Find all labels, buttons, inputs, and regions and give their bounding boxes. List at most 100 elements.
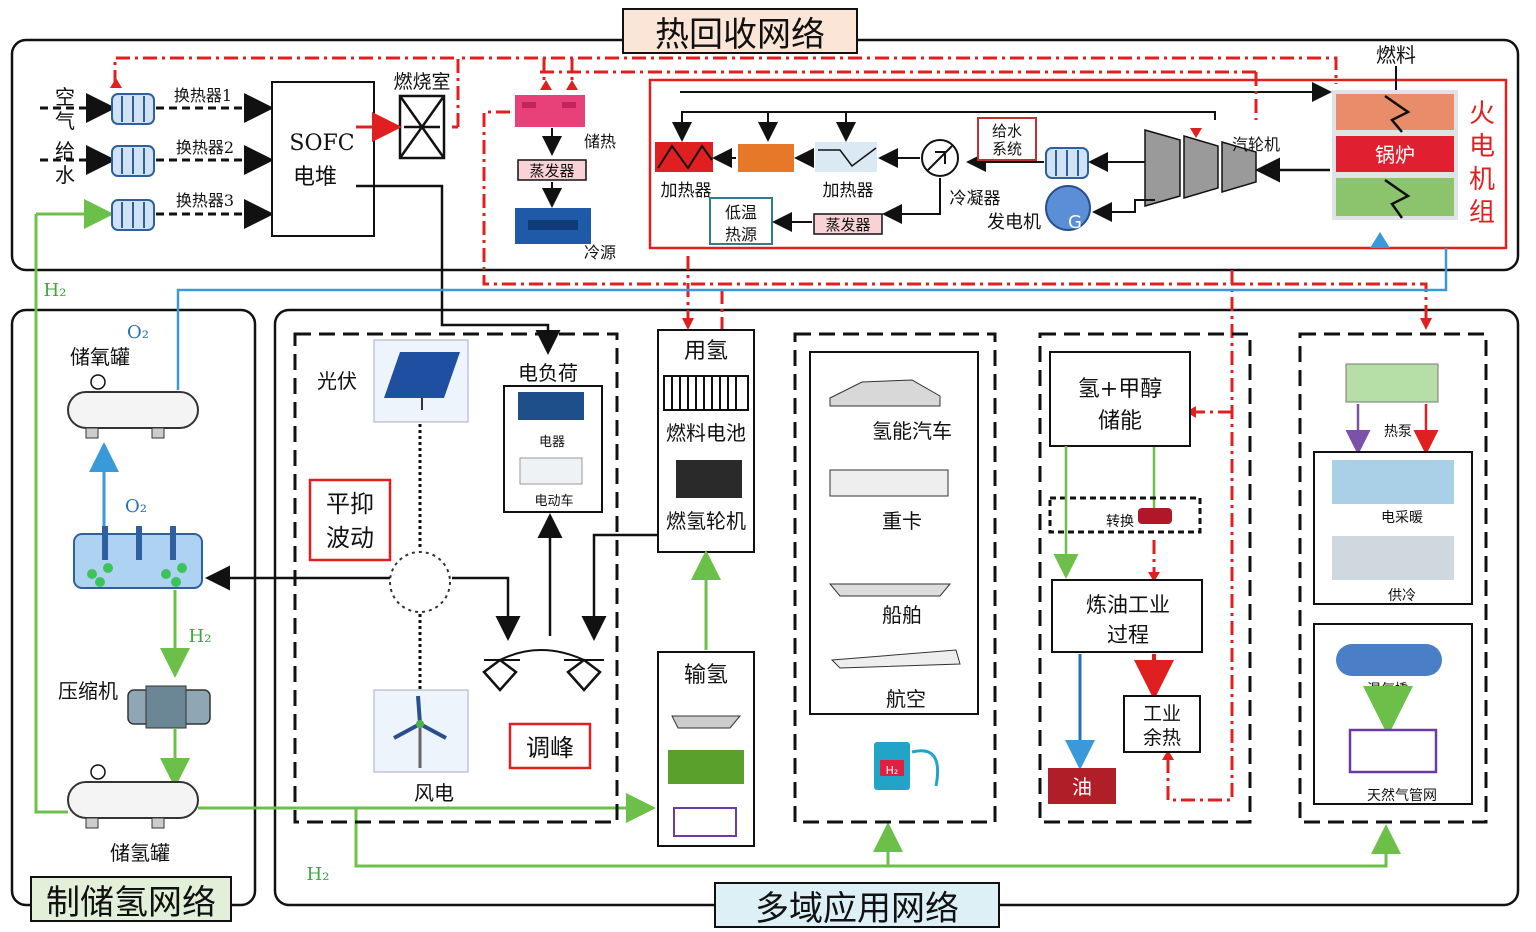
vertical-char: 给 bbox=[55, 139, 75, 163]
waste-heat-box bbox=[1123, 695, 1201, 753]
heater-1-icon bbox=[655, 142, 713, 172]
h2-label-left: H₂ bbox=[44, 280, 67, 301]
heat-pump-label: 热泵 bbox=[1384, 424, 1412, 440]
vertical-char: 气 bbox=[55, 109, 75, 133]
pv-label: 光伏 bbox=[317, 369, 357, 393]
gas-grid-label: 天然气管网 bbox=[1367, 787, 1437, 804]
car-icon bbox=[829, 379, 941, 407]
transport-h2-label: 输氢 bbox=[684, 663, 728, 688]
appliance-icon bbox=[518, 392, 584, 420]
svg-text:平抑: 平抑 bbox=[326, 490, 374, 518]
tanker-ship-icon bbox=[671, 715, 742, 729]
hydrogen-network-title: 制储氢网络 bbox=[30, 876, 232, 923]
svg-text:G: G bbox=[1068, 212, 1082, 233]
wind-label: 风电 bbox=[414, 781, 454, 805]
svg-text:给水: 给水 bbox=[992, 122, 1022, 140]
hx1-label: 换热器1 bbox=[174, 86, 232, 105]
mixer-icon bbox=[1336, 644, 1442, 676]
sofc-label-1: SOFC bbox=[289, 131, 354, 156]
heating-block bbox=[1298, 332, 1488, 824]
svg-text:蒸发器: 蒸发器 bbox=[529, 162, 574, 180]
gas-grid-icon bbox=[1348, 728, 1438, 774]
vertical-char: 水 bbox=[55, 163, 75, 187]
boiler-icon bbox=[1332, 90, 1458, 220]
plane-icon bbox=[830, 649, 961, 669]
appliance-label: 电器 bbox=[539, 435, 565, 450]
svg-text:调峰: 调峰 bbox=[526, 734, 574, 762]
air-label: 空气 bbox=[55, 85, 75, 133]
cold-source-label: 冷源 bbox=[584, 243, 616, 262]
mixer-label: 混气撬 bbox=[1367, 682, 1409, 698]
combustor-label: 燃烧室 bbox=[393, 71, 450, 93]
svg-text:系统: 系统 bbox=[992, 140, 1022, 158]
oil-box bbox=[1048, 768, 1116, 804]
electric-heating-icon bbox=[1332, 460, 1454, 504]
svg-text:低温: 低温 bbox=[725, 203, 757, 222]
multi-domain-title: 多域应用网络 bbox=[714, 882, 1000, 929]
svg-text:热源: 热源 bbox=[725, 225, 757, 244]
h2-label-mid: H₂ bbox=[189, 626, 212, 647]
transmission-tower-icon bbox=[482, 649, 604, 692]
evaporator-1 bbox=[517, 159, 587, 181]
h2-label-bottom: H₂ bbox=[307, 864, 330, 885]
thermal-unit-char-1: 火 bbox=[1469, 99, 1495, 129]
condenser-label: 冷凝器 bbox=[950, 189, 1001, 209]
ev-label: 电动车 bbox=[534, 493, 573, 509]
grid-hub-icon bbox=[389, 551, 451, 613]
electric-heating-label: 电采暖 bbox=[1381, 510, 1423, 526]
svg-text:余热: 余热 bbox=[1143, 727, 1181, 749]
truck-icon bbox=[829, 469, 949, 497]
turbine-icon bbox=[1144, 129, 1257, 207]
svg-text:炼油工业: 炼油工业 bbox=[1086, 593, 1170, 617]
sofc-stack bbox=[271, 81, 375, 237]
turbine-label: 汽轮机 bbox=[1232, 135, 1280, 154]
heater-2-label: 加热器 bbox=[823, 181, 874, 201]
cold-source-icon bbox=[515, 208, 591, 244]
transport-block bbox=[793, 332, 997, 824]
svg-text:工业: 工业 bbox=[1143, 703, 1181, 725]
fuel-label: 燃料 bbox=[1376, 43, 1416, 67]
svg-text:油: 油 bbox=[1072, 775, 1092, 799]
cooling-icon bbox=[1332, 536, 1454, 580]
o2-label-top: O₂ bbox=[127, 322, 149, 343]
heat-storage-icon bbox=[515, 95, 585, 127]
svg-text:过程: 过程 bbox=[1107, 623, 1149, 647]
heat-recovery-title: 热回收网络 bbox=[622, 8, 858, 55]
electrolyzer-icon bbox=[73, 526, 203, 589]
smooth-fluctuation-box bbox=[308, 478, 392, 562]
wind-turbine-icon bbox=[373, 689, 469, 773]
use-h2-box bbox=[657, 329, 755, 553]
generator-label: 发电机 bbox=[987, 212, 1041, 233]
evaporator-2 bbox=[813, 213, 883, 235]
svg-text:储能: 储能 bbox=[1098, 409, 1142, 434]
h2-tank-icon bbox=[67, 764, 199, 829]
svg-text:氢+甲醇: 氢+甲醇 bbox=[1078, 377, 1162, 402]
heat-exchanger-1-icon bbox=[111, 93, 155, 125]
heat-exchanger-2-icon bbox=[111, 145, 155, 177]
low-temp-source-box bbox=[709, 197, 773, 245]
o2-tank-label: 储氧罐 bbox=[70, 345, 130, 369]
mid-heater-icon bbox=[738, 144, 794, 172]
svg-text:H₂: H₂ bbox=[886, 764, 899, 777]
compressor-label: 压缩机 bbox=[58, 679, 118, 703]
refining-box bbox=[1051, 579, 1203, 653]
fuel-cell-icon bbox=[663, 375, 749, 411]
truck-label: 重卡 bbox=[882, 509, 922, 533]
vertical-char: 空 bbox=[55, 85, 75, 109]
svg-text:转换: 转换 bbox=[1106, 513, 1134, 530]
condenser-icon bbox=[921, 139, 959, 177]
generator-icon bbox=[1045, 185, 1091, 231]
convert-box bbox=[1048, 496, 1202, 534]
compressor-icon bbox=[127, 685, 211, 729]
sofc-label-2: 电堆 bbox=[293, 165, 337, 190]
storage-label: 储热 bbox=[584, 132, 616, 151]
feedwater-system-box bbox=[977, 117, 1037, 161]
svg-text:波动: 波动 bbox=[326, 524, 374, 552]
peak-shaving-box bbox=[508, 722, 592, 770]
ev-icon bbox=[519, 457, 583, 485]
feed-water-label: 给水 bbox=[55, 139, 75, 187]
heater-1-label: 加热器 bbox=[661, 181, 712, 201]
h2-truck-icon bbox=[668, 750, 744, 784]
aviation-label: 航空 bbox=[886, 687, 926, 711]
pv-panel-icon bbox=[373, 339, 469, 423]
